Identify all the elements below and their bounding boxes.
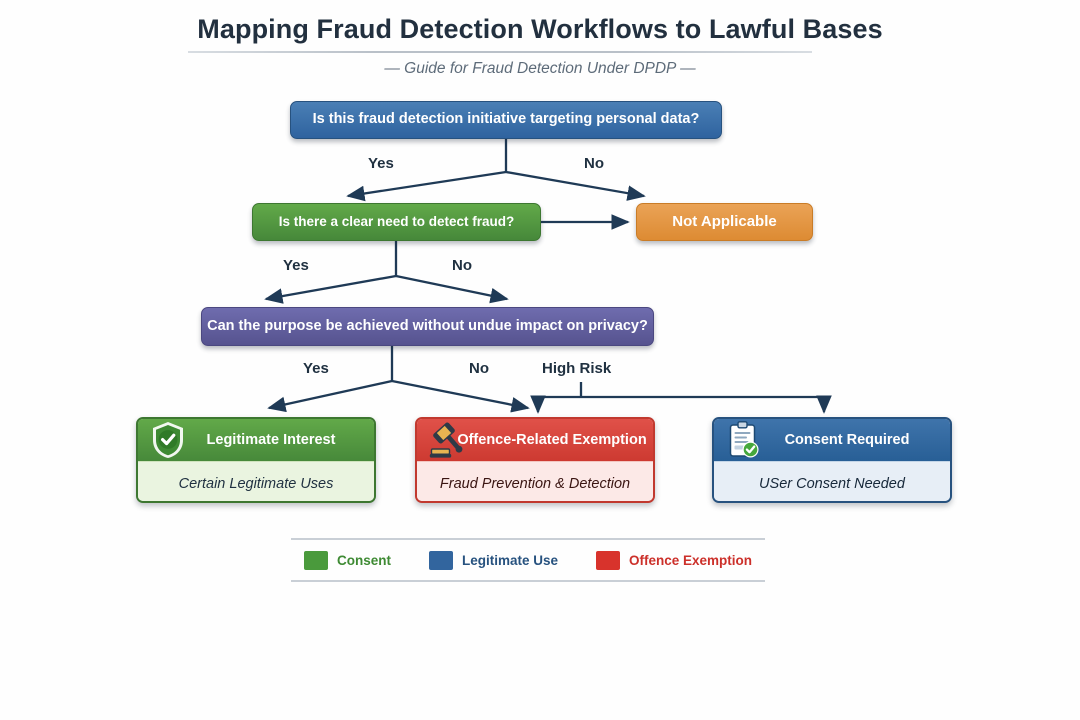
wire-q1-no bbox=[505, 170, 646, 201]
edge-label-q3-high-risk: High Risk bbox=[542, 360, 612, 377]
outcome-card-consent-required[interactable]: Consent Required USer Consent Needed bbox=[712, 417, 952, 503]
outcome-card-header: Consent Required bbox=[714, 419, 950, 461]
outcome-card-offence-exemption[interactable]: Offence-Related Exemption Fraud Preventi… bbox=[415, 417, 655, 503]
legend-item-legitimate-use[interactable]: Legitimate Use bbox=[428, 550, 558, 570]
wire-q3-yes bbox=[267, 379, 393, 413]
outcome-card-header: Offence-Related Exemption bbox=[417, 419, 653, 461]
edge-label-q3-no: No bbox=[469, 360, 489, 377]
legend-swatch-offence-exemption bbox=[596, 550, 620, 570]
outcome-card-title: Offence-Related Exemption bbox=[457, 432, 647, 448]
legend-swatch-legitimate-use bbox=[428, 550, 453, 570]
outcome-card-header: Legitimate Interest bbox=[138, 419, 374, 461]
page-title: Mapping Fraud Detection Workflows to Law… bbox=[197, 14, 883, 44]
legend-label-consent: Consent bbox=[336, 552, 391, 568]
legend-swatch-consent bbox=[303, 550, 328, 570]
legend-label-offence-exemption: Offence Exemption bbox=[629, 552, 753, 568]
outcome-card-subtitle: Certain Legitimate Uses bbox=[138, 461, 374, 501]
outcome-card-title: Consent Required bbox=[784, 432, 910, 448]
edge-label-q1-no: No bbox=[584, 155, 604, 172]
terminal-node-not-applicable[interactable]: Not Applicable bbox=[636, 203, 813, 241]
decision-node-q2[interactable]: Is there a clear need to detect fraud? bbox=[252, 203, 541, 241]
edge-label-q1-yes: Yes bbox=[368, 155, 394, 172]
clipboard-check-icon bbox=[726, 420, 762, 460]
decision-node-q3[interactable]: Can the purpose be achieved without undu… bbox=[201, 307, 654, 346]
wire-q3-no bbox=[391, 379, 530, 413]
legend: Consent Legitimate Use Offence Exemption bbox=[291, 538, 765, 582]
outcome-card-subtitle: Fraud Prevention & Detection bbox=[417, 461, 653, 501]
outcome-card-title: Legitimate Interest bbox=[206, 432, 336, 448]
shield-check-icon bbox=[150, 420, 186, 460]
wire-q1-yes bbox=[346, 170, 507, 202]
legend-item-consent[interactable]: Consent bbox=[303, 550, 391, 570]
outcome-card-subtitle: USer Consent Needed bbox=[714, 461, 950, 501]
decision-node-q1[interactable]: Is this fraud detection initiative targe… bbox=[290, 101, 722, 139]
gavel-icon bbox=[429, 420, 465, 460]
edge-label-q2-no: No bbox=[452, 257, 472, 274]
title-divider bbox=[188, 51, 812, 53]
legend-item-offence-exemption[interactable]: Offence Exemption bbox=[596, 550, 753, 570]
legend-label-legitimate-use: Legitimate Use bbox=[461, 552, 558, 568]
page-subtitle: — Guide for Fraud Detection Under DPDP — bbox=[384, 60, 696, 77]
outcome-card-legitimate-interest[interactable]: Legitimate Interest Certain Legitimate U… bbox=[136, 417, 376, 503]
wire-q2-no bbox=[395, 274, 509, 304]
wire-q2-yes bbox=[264, 274, 397, 304]
edge-label-q3-yes: Yes bbox=[303, 360, 329, 377]
edge-label-q2-yes: Yes bbox=[283, 257, 309, 274]
